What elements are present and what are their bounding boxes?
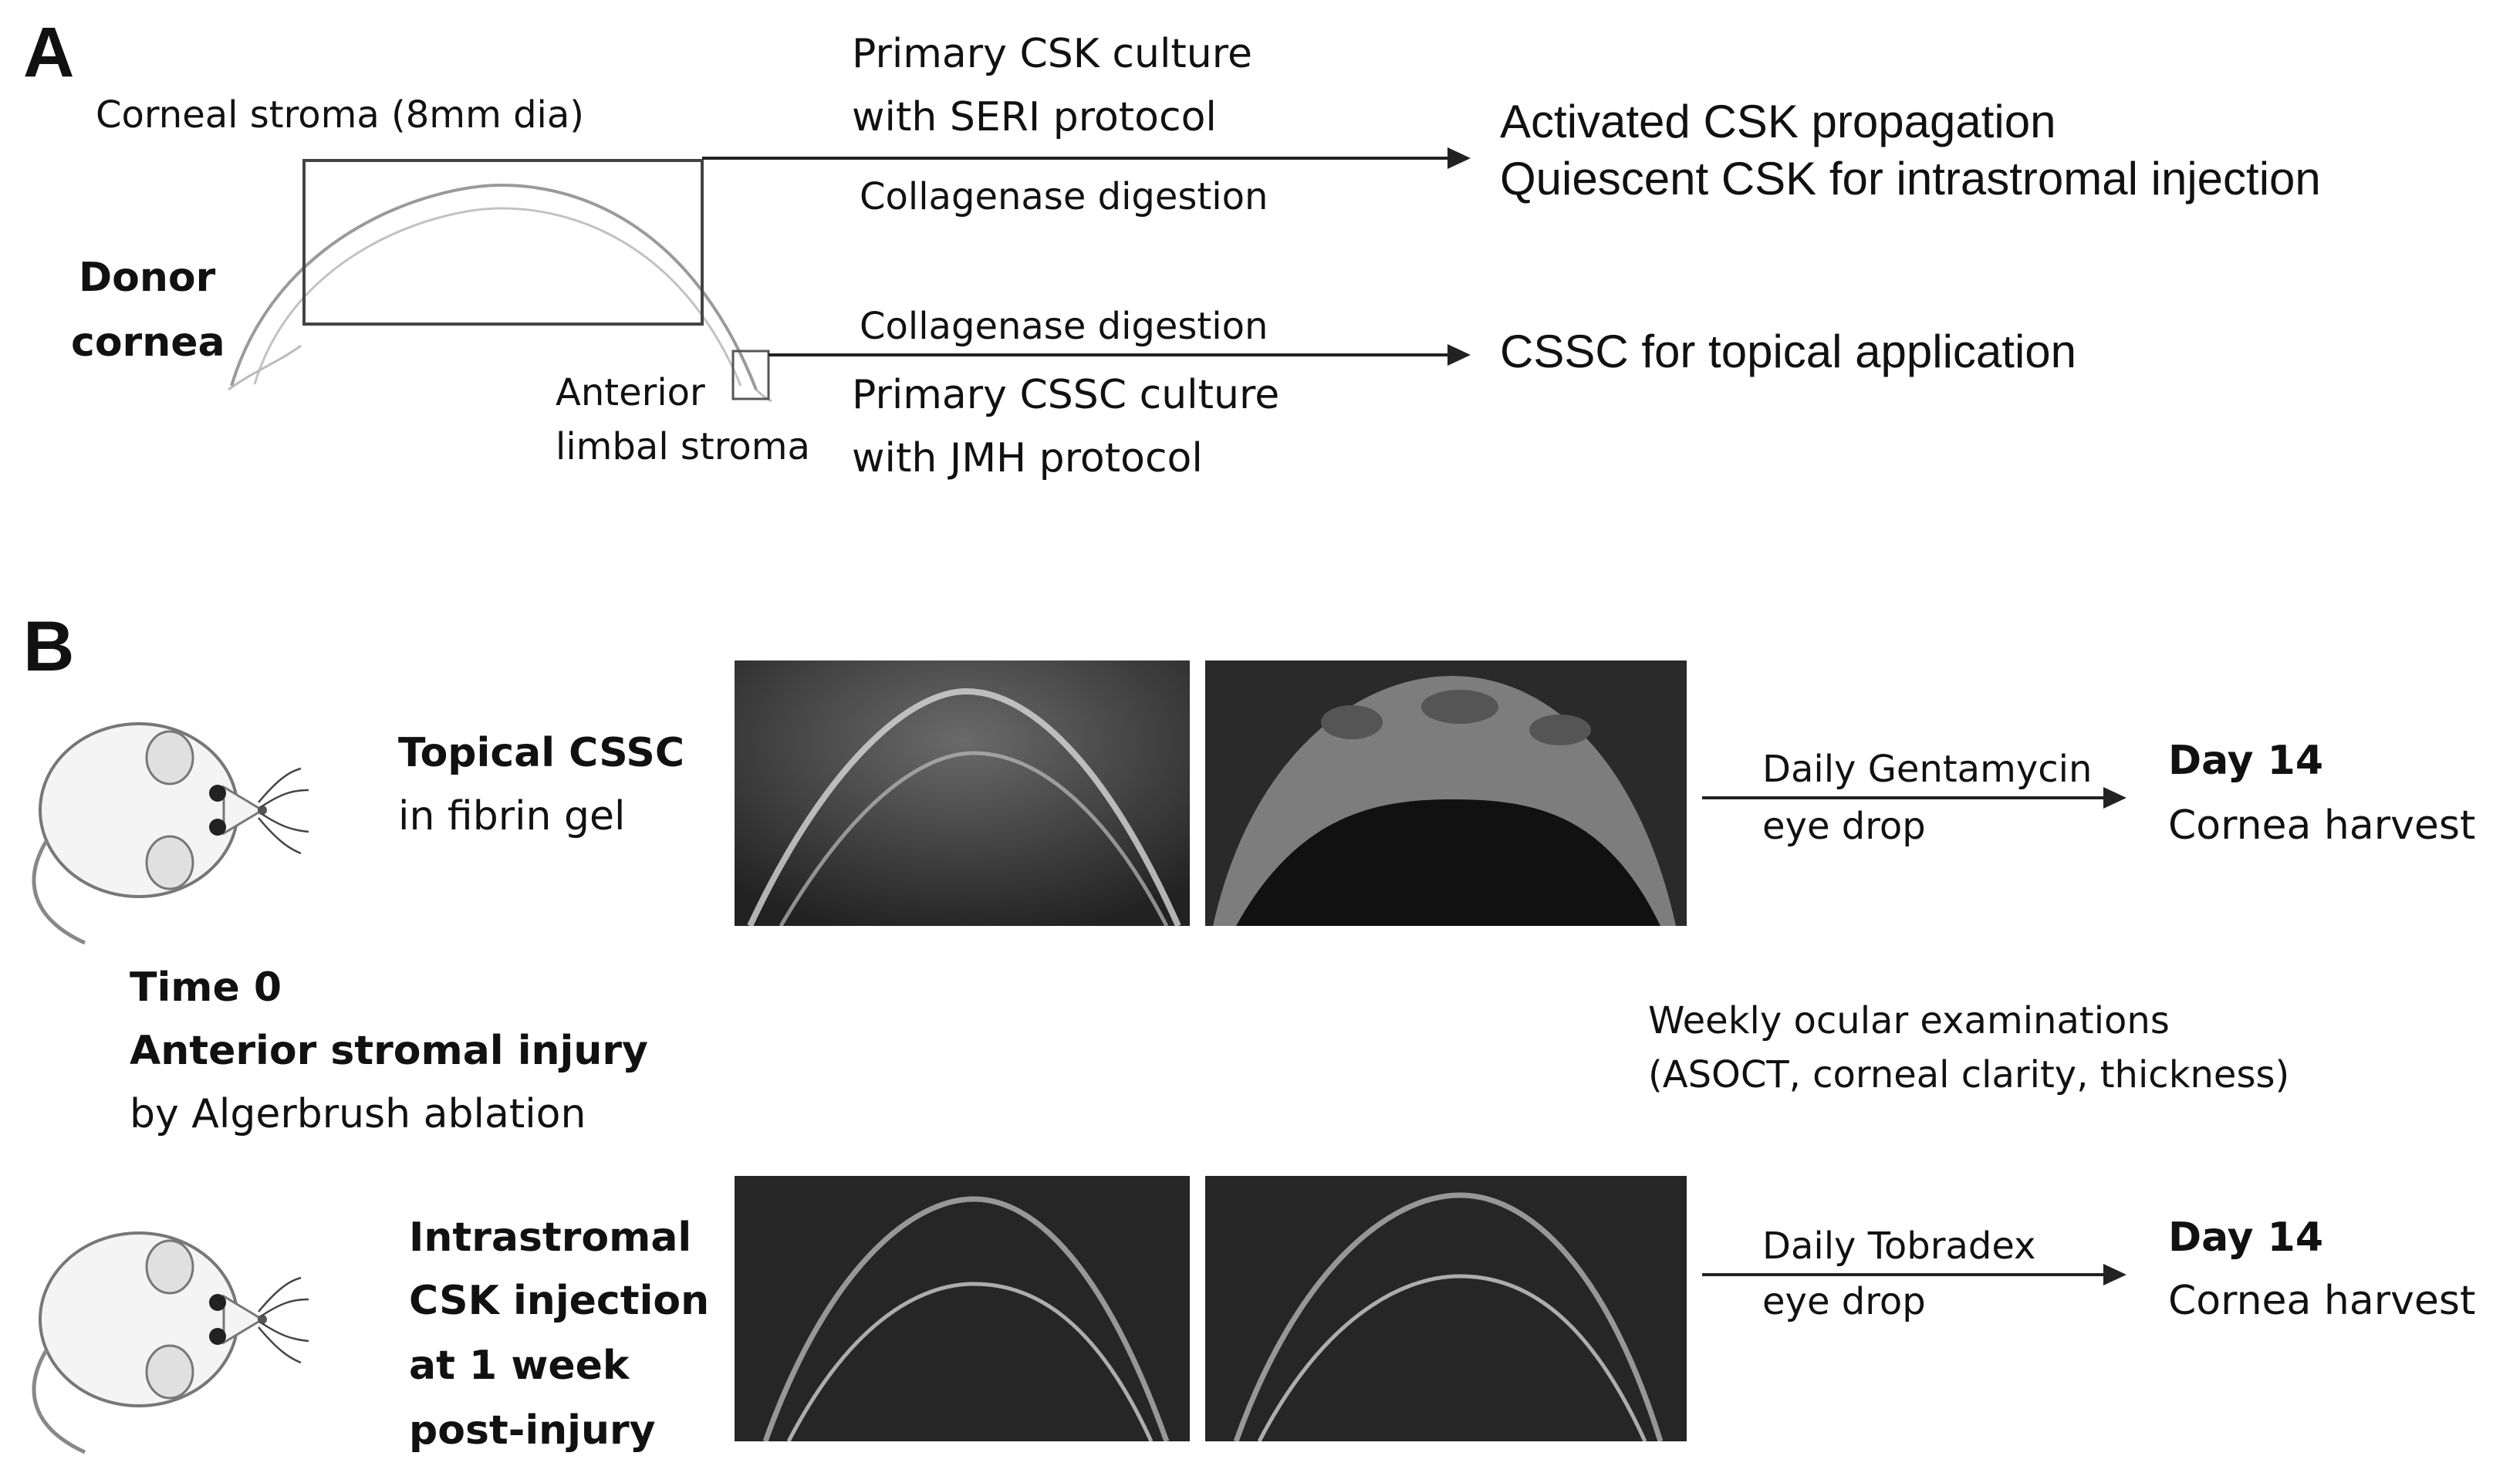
corneal-stroma-box xyxy=(302,159,704,326)
anterior-injury-label: Anterior stromal injury xyxy=(130,1028,648,1074)
oct-image-topical-1 xyxy=(735,660,1190,926)
topical-cssc-subtitle: in fibrin gel xyxy=(398,793,626,839)
arrow-top-head xyxy=(1447,147,1471,169)
outcome-csk-line1: Activated CSK propagation xyxy=(1500,96,2056,147)
tobradex-line1: Daily Tobradex xyxy=(1762,1225,2036,1268)
day14-bottom-label: Day 14 xyxy=(2168,1214,2324,1261)
mouse-bottom-icon xyxy=(32,1231,309,1454)
mouse-top-icon xyxy=(32,722,309,945)
csk-culture-line2: with SERI protocol xyxy=(852,94,1217,140)
day14-top-label: Day 14 xyxy=(2168,738,2324,784)
outcome-cssc: CSSC for topical application xyxy=(1500,326,2077,377)
limbal-stroma-label: limbal stroma xyxy=(556,425,810,468)
harvest-bottom-label: Cornea harvest xyxy=(2168,1278,2476,1324)
cssc-culture-line2: with JMH protocol xyxy=(852,435,1203,481)
arrow-bottom-head xyxy=(1447,344,1471,366)
cornea-inner-arc xyxy=(253,207,742,387)
arrow-tobradex-head xyxy=(2103,1264,2126,1285)
weekly-exam-line1: Weekly ocular examinations xyxy=(1648,999,2170,1042)
panel-a-diagram xyxy=(228,147,1471,403)
intrastromal-line2: CSK injection xyxy=(409,1278,710,1324)
corneal-stroma-label: Corneal stroma (8mm dia) xyxy=(96,93,585,137)
cssc-culture-line1: Primary CSSC culture xyxy=(852,372,1280,418)
gentamycin-line1: Daily Gentamycin xyxy=(1762,748,2093,791)
weekly-exam-line2: (ASOCT, corneal clarity, thickness) xyxy=(1648,1053,2290,1096)
outcome-csk-line2: Quiescent CSK for intrastromal injection xyxy=(1500,153,2321,204)
intrastromal-line3: at 1 week xyxy=(409,1343,630,1389)
collagenase-bottom: Collagenase digestion xyxy=(860,305,1268,348)
time0-label: Time 0 xyxy=(130,964,282,1011)
intrastromal-line4: post-injury xyxy=(409,1407,656,1454)
csk-culture-line1: Primary CSK culture xyxy=(852,31,1252,77)
cornea-label: cornea xyxy=(71,319,225,366)
oct-image-intrastromal-1 xyxy=(735,1176,1190,1441)
anterior-label: Anterior xyxy=(556,371,705,414)
limbal-stroma-box xyxy=(731,350,770,400)
gentamycin-line2: eye drop xyxy=(1762,805,1926,848)
cornea-edge-sketch-2 xyxy=(755,388,772,403)
cornea-edge-sketch xyxy=(228,344,302,391)
topical-cssc-title: Topical CSSC xyxy=(398,730,685,776)
panel-a-letter: A xyxy=(23,13,75,92)
donor-label: Donor xyxy=(79,255,216,301)
algerbrush-label: by Algerbrush ablation xyxy=(130,1091,586,1137)
panel-b-letter: B xyxy=(23,607,75,686)
harvest-top-label: Cornea harvest xyxy=(2168,802,2476,849)
collagenase-top: Collagenase digestion xyxy=(860,175,1268,218)
tobradex-line2: eye drop xyxy=(1762,1280,1926,1323)
cornea-outer-arc xyxy=(230,183,758,390)
oct-image-topical-2 xyxy=(1205,660,1687,926)
arrow-gentamycin-head xyxy=(2103,787,2126,809)
intrastromal-line1: Intrastromal xyxy=(409,1214,692,1261)
oct-image-intrastromal-2 xyxy=(1205,1176,1687,1441)
